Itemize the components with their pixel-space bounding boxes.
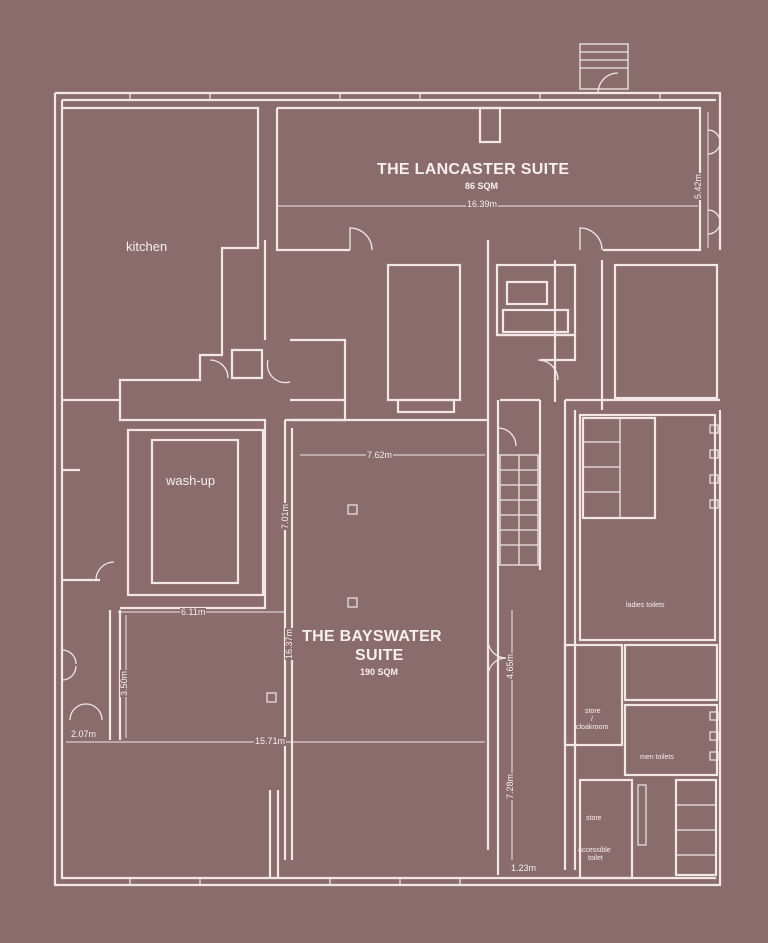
store-cloakroom-label-3: cloakroom [576,724,609,731]
lancaster-suite-name: THE LANCASTER SUITE [377,161,570,178]
side-height-label: 3.50m [119,669,129,697]
accessible-toilet-label-2: toilet [588,855,603,862]
washup-width-label: 6.11m [180,607,207,617]
bayswater-suite-name-line2: SUITE [355,647,404,664]
lancaster-width-label: 16.39m [466,199,499,209]
bayswater-height-label: 16.37m [284,627,294,660]
store-label: store [586,815,602,822]
washup-label: wash-up [166,473,216,488]
kitchen-label: kitchen [126,239,168,254]
toilets-block [511,398,720,880]
bayswater-suite-name-line1: THE BAYSWATER [302,628,442,645]
corridor-lower-label: 7.28m [505,772,515,800]
middle-rooms [290,263,719,422]
men-toilets-label: men toilets [640,754,674,761]
lancaster-depth-label: 5.42m [693,172,703,200]
lancaster-suite-area: 86 SQM [465,181,499,191]
window-ticks [129,93,661,885]
lancaster-suite-outline [275,106,721,252]
side-width-label: 2.07m [70,729,98,739]
stair-corridor [486,240,604,875]
bayswater-width-label: 7.62m [366,450,394,460]
bayswater-suite-area: 190 SQM [360,667,399,677]
corridor-width-label: 1.23m [510,863,538,873]
bayswater-lower-width-label: 15.71m [254,736,287,746]
store-cloakroom-label-1: store [585,708,601,715]
store-cloakroom-label-2: / [591,716,593,723]
ladies-toilets-label: ladies toilets [626,602,665,609]
outer-walls [53,91,722,887]
bayswater-inner-label: 7.01m [280,502,290,530]
top-stair [579,43,629,94]
kitchen-outline [62,106,347,402]
corridor-height-label: 4.65m [505,652,515,680]
washup-outline [62,400,267,610]
accessible-toilet-label-1: accessible [578,847,611,854]
